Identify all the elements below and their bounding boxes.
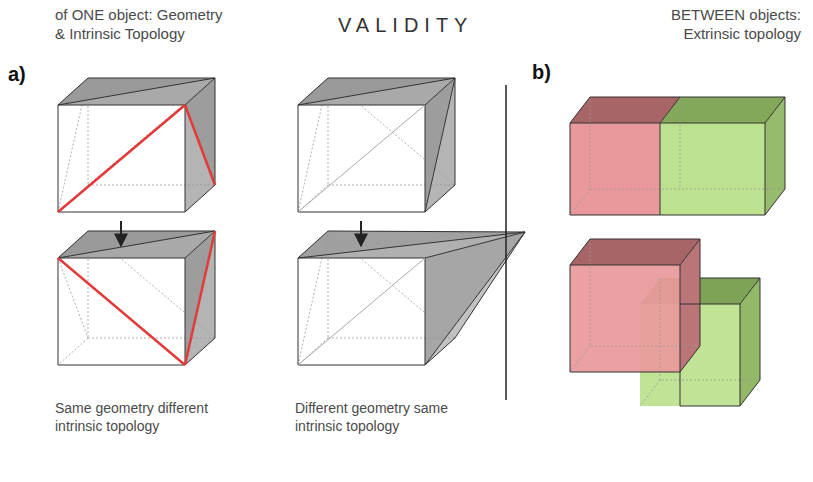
- cube-mesh: [298, 258, 425, 365]
- adjacent-boxes: [590, 97, 785, 189]
- cube-mesh: [298, 231, 525, 365]
- cube-mesh: [425, 232, 525, 258]
- cube-mesh: [88, 185, 215, 186]
- cube-mesh: [58, 258, 185, 365]
- cube-mesh: [58, 78, 215, 212]
- cube-mesh: [298, 105, 425, 212]
- overlapping-boxes: [680, 239, 700, 372]
- cube-mesh: [88, 78, 215, 185]
- cube-mesh: [298, 105, 425, 212]
- overlapping-boxes: [570, 239, 760, 406]
- overlapping-boxes: [640, 380, 660, 406]
- cube-mesh: [58, 105, 185, 212]
- divider-line: [505, 85, 507, 400]
- cube-mesh: [425, 78, 455, 212]
- cube-mesh: [298, 78, 455, 212]
- adjacent-boxes: [660, 97, 680, 123]
- cube-mesh: [58, 231, 215, 365]
- overlapping-boxes: [740, 278, 760, 406]
- cube-mesh: [298, 258, 425, 365]
- cube-mesh: [58, 231, 215, 365]
- overlapping-boxes: [570, 239, 760, 406]
- overlapping-boxes: [660, 278, 760, 380]
- adjacent-boxes: [680, 97, 681, 189]
- cube-mesh: [328, 338, 455, 339]
- overlapping-boxes: [570, 346, 590, 372]
- caption-text: Different geometry same intrinsic topolo…: [295, 400, 470, 435]
- cube-mesh: [88, 231, 215, 338]
- cube-mesh: [58, 78, 215, 212]
- cube-mesh: [298, 231, 525, 365]
- title: VALIDITY: [338, 14, 473, 37]
- cube-mesh: [58, 231, 215, 365]
- overlapping-boxes: [680, 278, 760, 406]
- overlapping-boxes: [590, 239, 700, 346]
- down-arrow: [360, 221, 362, 246]
- cube-mesh: [298, 231, 525, 365]
- cube-mesh: [425, 78, 455, 212]
- adjacent-boxes: [570, 123, 660, 215]
- overlapping-boxes: [680, 239, 700, 265]
- cube-mesh: [298, 232, 525, 258]
- cube-mesh: [425, 232, 525, 365]
- cube-mesh: [58, 338, 88, 365]
- cube-mesh: [58, 231, 215, 258]
- cube-mesh: [185, 105, 215, 212]
- cube-mesh: [185, 231, 215, 365]
- cube-mesh: [328, 185, 455, 186]
- cube-mesh: [58, 258, 185, 365]
- panel-letter: b): [532, 60, 551, 85]
- overlapping-boxes: [570, 265, 680, 372]
- adjacent-boxes: [660, 123, 661, 215]
- cube-mesh: [58, 105, 185, 212]
- cube-mesh: [88, 78, 89, 185]
- cube-mesh: [58, 231, 215, 365]
- cube-mesh: [58, 231, 215, 365]
- adjacent-boxes: [570, 123, 765, 215]
- cube-mesh: [298, 78, 455, 212]
- overlapping-boxes: [570, 239, 700, 372]
- cube-mesh: [58, 78, 215, 105]
- adjacent-boxes: [765, 97, 785, 123]
- cube-mesh: [328, 231, 329, 338]
- cube-mesh: [328, 78, 329, 185]
- cube-mesh: [298, 78, 328, 212]
- cube-mesh: [185, 231, 215, 365]
- cube-mesh: [425, 232, 525, 365]
- cube-mesh: [185, 231, 215, 365]
- cube-mesh: [298, 231, 328, 365]
- overlapping-boxes: [570, 239, 700, 265]
- adjacent-boxes: [570, 97, 785, 215]
- section-heading: of ONE object: Geometry & Intrinsic Topo…: [55, 6, 235, 44]
- down-arrow: [120, 221, 122, 246]
- cube-mesh: [58, 78, 215, 212]
- down-arrow: [121, 221, 361, 246]
- adjacent-boxes: [570, 189, 590, 215]
- overlapping-boxes: [740, 278, 760, 406]
- cube-mesh: [298, 231, 455, 365]
- caption-text: Same geometry different intrinsic topolo…: [55, 400, 230, 435]
- cube-mesh: [58, 105, 215, 212]
- cube-mesh: [328, 78, 455, 185]
- overlapping-boxes: [570, 265, 680, 372]
- adjacent-boxes: [570, 97, 785, 215]
- overlapping-boxes: [680, 304, 740, 305]
- cube-mesh: [425, 78, 455, 212]
- cube-mesh: [298, 78, 455, 105]
- overlapping-boxes: [570, 239, 760, 406]
- cube-mesh: [58, 78, 215, 212]
- cube-mesh: [185, 105, 215, 185]
- adjacent-boxes: [570, 97, 785, 215]
- adjacent-boxes: [660, 97, 785, 123]
- cube-mesh: [298, 78, 455, 212]
- adjacent-boxes: [765, 97, 785, 215]
- adjacent-boxes: [570, 97, 785, 215]
- panel-letter: a): [8, 62, 26, 87]
- cube-mesh: [425, 232, 525, 365]
- cube-mesh: [298, 78, 455, 212]
- section-heading: BETWEEN objects: Extrinsic topology: [661, 6, 801, 44]
- adjacent-boxes: [660, 123, 765, 215]
